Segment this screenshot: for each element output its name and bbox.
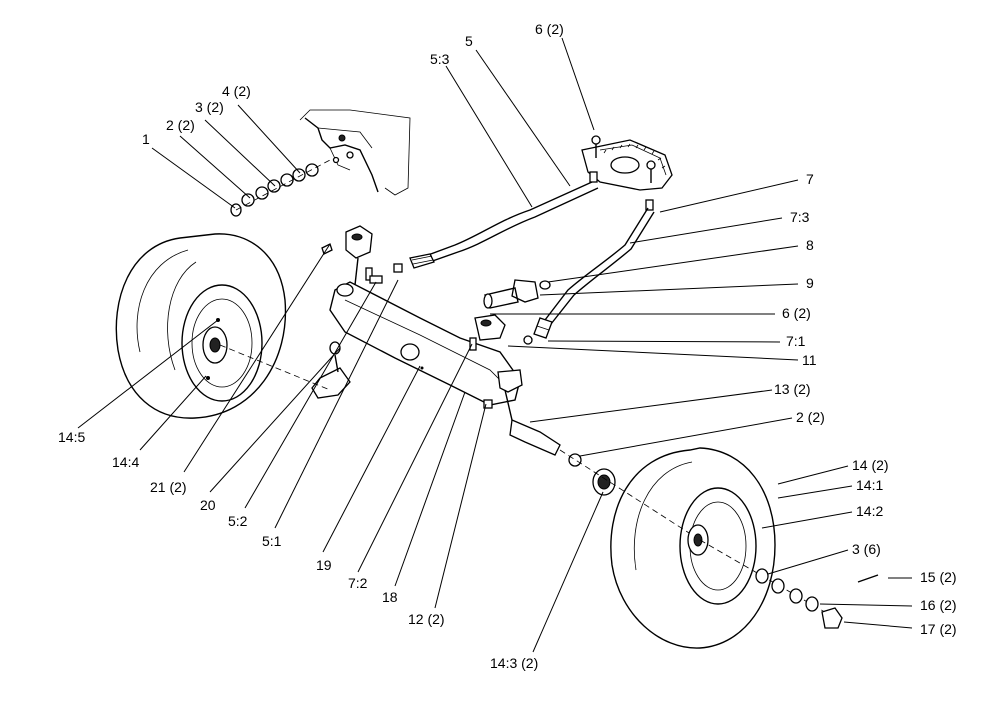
callout-9: 9 [806,275,814,291]
callout-7-3: 7:3 [790,209,810,225]
drag-link [365,181,599,284]
callout-labels: 1 2 (2) 3 (2) 4 (2) 5 5:3 6 (2) 7 7:3 8 … [58,21,957,671]
callout-20: 20 [200,497,216,513]
callout-5-2: 5:2 [228,513,248,529]
callout-14-2: 14:2 [856,503,883,519]
callout-7-2: 7:2 [348,575,368,591]
right-wheel-hardware [755,568,879,629]
callout-12: 12 (2) [408,611,445,627]
washer-stack [230,159,331,217]
callout-5-3: 5:3 [430,51,450,67]
callout-6-top: 6 (2) [535,21,564,37]
callout-3-6: 3 (6) [852,541,881,557]
callout-2-right: 2 (2) [796,409,825,425]
callout-7: 7 [806,171,814,187]
callout-14: 14 (2) [852,457,889,473]
right-wheel [610,447,831,649]
callout-14-4: 14:4 [112,454,139,470]
callout-4: 4 (2) [222,83,251,99]
callout-14-5: 14:5 [58,429,85,445]
callout-2: 2 (2) [166,117,195,133]
callout-16: 16 (2) [920,597,957,613]
left-axle-centerline [219,344,331,391]
sector-gear [581,135,673,211]
callout-6-mid: 6 (2) [782,305,811,321]
callout-3: 3 (2) [195,99,224,115]
callout-11: 11 [802,352,817,368]
left-wheel [115,233,287,419]
callout-14-1: 14:1 [856,477,883,493]
callout-1: 1 [142,131,150,147]
tie-rod [523,207,655,345]
frame-bracket [299,109,411,196]
leader-lines [77,37,913,653]
callout-5-1: 5:1 [262,533,282,549]
callout-14-3: 14:3 (2) [490,655,538,671]
right-spindle [469,314,561,456]
callout-19: 19 [316,557,332,573]
callout-8: 8 [806,237,814,253]
callout-17: 17 (2) [920,621,957,637]
left-spindle [311,225,373,399]
callout-15: 15 (2) [920,569,957,585]
bracket-9 [483,279,551,309]
callout-21: 21 (2) [150,479,187,495]
front-axle [329,281,521,406]
callout-13: 13 (2) [774,381,811,397]
callout-7-1: 7:1 [786,333,806,349]
callout-5: 5 [465,33,473,49]
callout-18: 18 [382,589,398,605]
right-hub-parts [559,449,701,541]
